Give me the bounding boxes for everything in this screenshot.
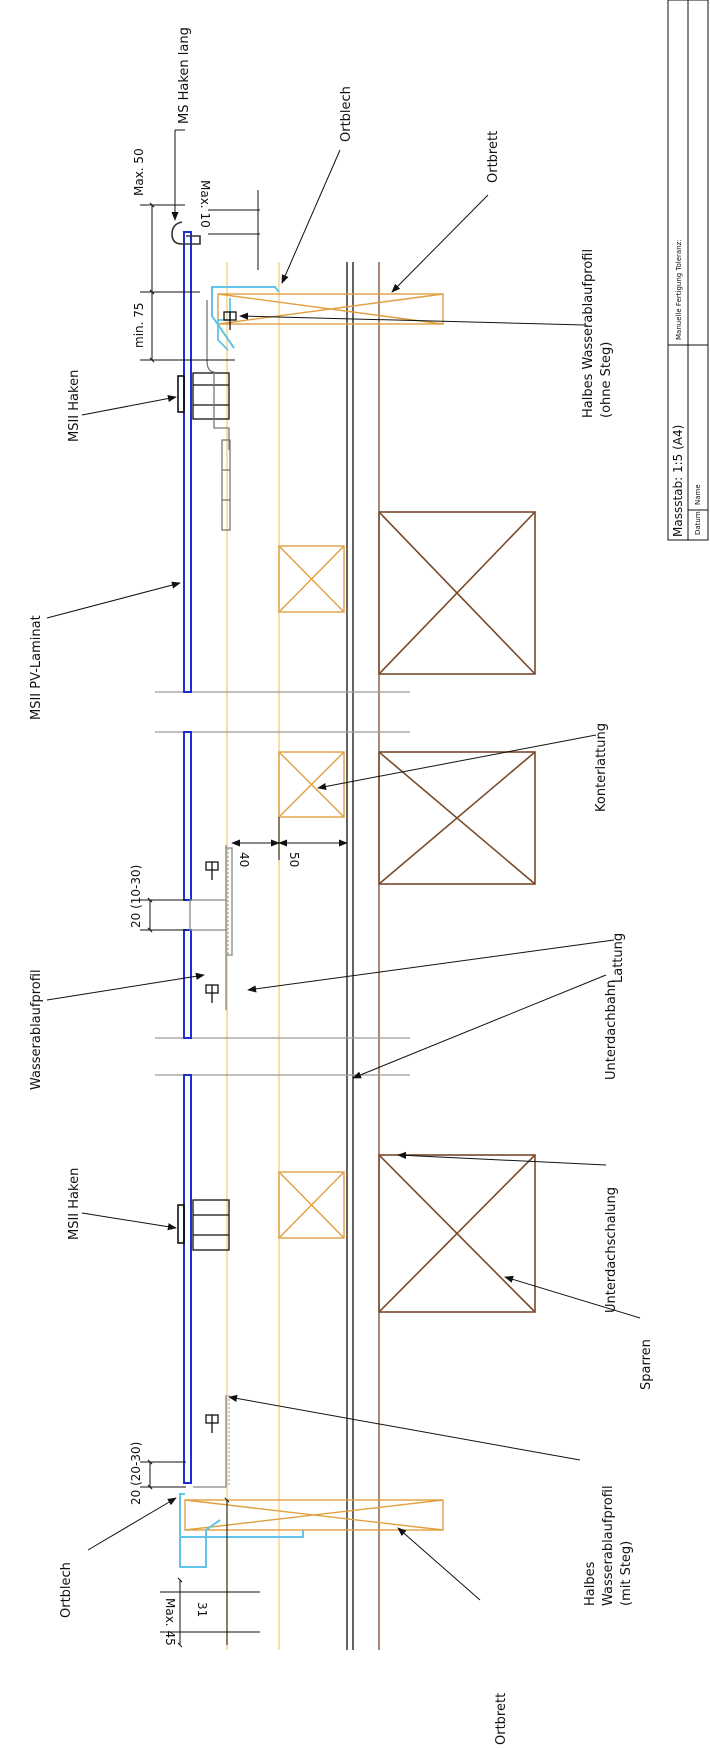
dim-40: 40 bbox=[237, 852, 251, 867]
label-ortbrett-top: Ortbrett bbox=[486, 131, 501, 183]
label-halbes-ohne-1: Halbes Wasserablaufprofil bbox=[581, 249, 596, 418]
leader-msii-haken-bottom bbox=[81, 1212, 177, 1231]
dim-gap-top: 20 (10-30) bbox=[129, 865, 143, 928]
leader-ortbrett-top bbox=[391, 194, 489, 293]
label-konterlattung: Konterlattung bbox=[594, 723, 609, 812]
leader-unterdachbahn bbox=[352, 974, 607, 1079]
title-block-datum: Datum bbox=[694, 511, 702, 535]
label-unterdachschalung: Unterdachschalung bbox=[604, 1187, 619, 1313]
leader-ortblech-top bbox=[281, 149, 341, 284]
label-ms-haken-lang: MS Haken lang bbox=[177, 27, 192, 124]
label-msii-haken-top: MSII Haken bbox=[67, 370, 82, 442]
pv-laminate bbox=[183, 231, 192, 1484]
label-halbes-mit-1: Halbes bbox=[583, 1561, 598, 1606]
title-block-scale: Massstab: 1:5 (A4) bbox=[671, 425, 685, 537]
dimension-texts: Max. 50 Max. 10 min. 75 20 (10-30) 40 50… bbox=[129, 148, 301, 1645]
dimension-lines bbox=[140, 190, 348, 1648]
hardware bbox=[171, 221, 237, 1488]
leader-msii-haken-top bbox=[81, 394, 177, 416]
leader-wasserablaufprofil bbox=[46, 972, 205, 1001]
leader-halbes-ohne bbox=[239, 312, 586, 326]
ms-haken-lang-shape bbox=[171, 221, 201, 245]
label-msii-haken-bottom: MSII Haken bbox=[67, 1168, 82, 1240]
sparren-middle bbox=[378, 751, 536, 885]
dim-50: 50 bbox=[287, 852, 301, 867]
leader-konterlattung bbox=[317, 734, 597, 791]
sparren-top bbox=[378, 511, 536, 675]
label-halbes-ohne-2: (ohne Steg) bbox=[599, 342, 614, 418]
substructure bbox=[155, 262, 536, 1650]
title-block-tolerance: Manuelle Fertigung Toleranz: bbox=[675, 239, 683, 340]
label-ortbrett-bottom: Ortbrett bbox=[494, 1693, 509, 1745]
title-block bbox=[667, 0, 709, 541]
konterlattung-top bbox=[278, 545, 345, 613]
leader-ortbrett-bottom bbox=[397, 1527, 481, 1601]
halbes-profil-mit-steg bbox=[193, 1395, 227, 1488]
wasserablaufprofil-shape bbox=[189, 845, 233, 960]
msii-haken-top-rail bbox=[221, 439, 231, 531]
leader-ortblech-bottom bbox=[87, 1497, 177, 1551]
ortblech-top-cap bbox=[212, 286, 280, 293]
dim-min75: min. 75 bbox=[132, 302, 146, 348]
sparren-bottom bbox=[378, 1154, 536, 1313]
labels: MS Haken lang Ortblech Ortbrett Halbes W… bbox=[29, 27, 654, 1745]
dim-gap-bottom: 20 (20-30) bbox=[129, 1442, 143, 1505]
label-msii-pv-laminat: MSII PV-Laminat bbox=[29, 615, 44, 720]
ortblech-bottom-cap bbox=[180, 1530, 304, 1538]
leader-lattung bbox=[247, 939, 615, 993]
leader-halbes-mit bbox=[228, 1394, 581, 1461]
label-halbes-mit-2: Wasserablaufprofil bbox=[601, 1485, 616, 1606]
dim-max10: Max. 10 bbox=[198, 180, 212, 228]
dim-max50: Max. 50 bbox=[132, 148, 146, 196]
leader-msii-pv-laminat bbox=[46, 581, 181, 619]
pv-laminate-segment-3 bbox=[183, 929, 192, 1039]
ortblech-bottom-flashing bbox=[179, 1493, 221, 1568]
label-halbes-mit-3: (mit Steg) bbox=[619, 1541, 634, 1606]
dim-max45: Max. 45 bbox=[163, 1598, 177, 1646]
konterlattung-bottom bbox=[278, 1171, 345, 1239]
label-ortblech-top: Ortblech bbox=[339, 86, 354, 142]
leader-unterdachschalung bbox=[397, 1151, 607, 1166]
ortbrett-top-board bbox=[217, 293, 444, 325]
konterlattung-middle bbox=[278, 751, 345, 818]
label-unterdachbahn: Unterdachbahn bbox=[604, 980, 619, 1080]
label-ortblech-bottom: Ortblech bbox=[59, 1562, 74, 1618]
msii-haken-bottom-clamp bbox=[177, 1204, 185, 1244]
label-sparren: Sparren bbox=[639, 1339, 654, 1390]
dim-31: 31 bbox=[195, 1602, 209, 1617]
label-wasserablaufprofil: Wasserablaufprofil bbox=[29, 969, 44, 1090]
label-lattung: Lattung bbox=[611, 933, 626, 983]
leader-sparren bbox=[504, 1275, 641, 1319]
leader-lines bbox=[46, 129, 641, 1601]
ortbrett-bottom-board bbox=[184, 1499, 444, 1531]
title-block-name: Name bbox=[694, 484, 702, 505]
pv-laminate-segment-4 bbox=[183, 1074, 192, 1484]
pv-laminate-segment-1 bbox=[183, 231, 192, 693]
pv-laminate-segment-2 bbox=[183, 731, 192, 901]
msii-haken-top-clamp bbox=[177, 375, 185, 413]
